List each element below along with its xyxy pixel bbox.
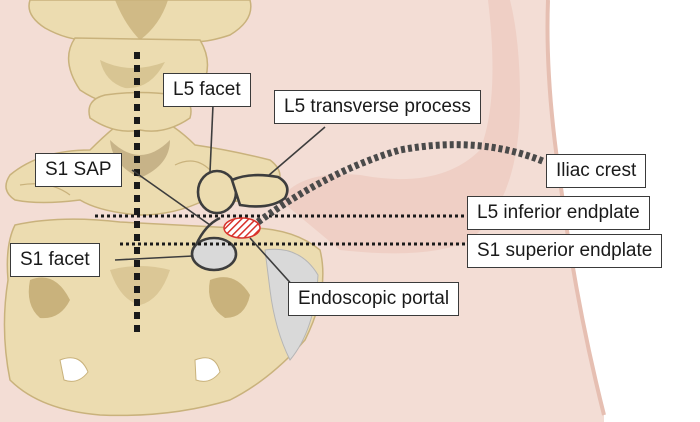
label-s1-facet: S1 facet bbox=[10, 243, 100, 277]
l5-transverse-process-outline bbox=[230, 173, 289, 208]
s1-sap-outline bbox=[194, 216, 221, 246]
s1-facet-outline bbox=[190, 236, 238, 272]
label-l5-inferior-endplate: L5 inferior endplate bbox=[467, 196, 650, 230]
l5-facet-outline bbox=[196, 169, 238, 215]
label-s1-superior-endplate: S1 superior endplate bbox=[467, 234, 663, 268]
label-iliac-crest: Iliac crest bbox=[546, 154, 647, 188]
iliac-crest-line bbox=[255, 141, 547, 225]
label-endoscopic-portal: Endoscopic portal bbox=[288, 282, 460, 316]
hatched-portal-marker bbox=[223, 217, 261, 239]
label-l5-facet: L5 facet bbox=[163, 73, 251, 107]
iliac-wing bbox=[280, 0, 520, 254]
label-l5-transverse-process: L5 transverse process bbox=[274, 90, 481, 124]
label-s1-sap: S1 SAP bbox=[35, 153, 122, 187]
leader-lines bbox=[114, 104, 326, 289]
